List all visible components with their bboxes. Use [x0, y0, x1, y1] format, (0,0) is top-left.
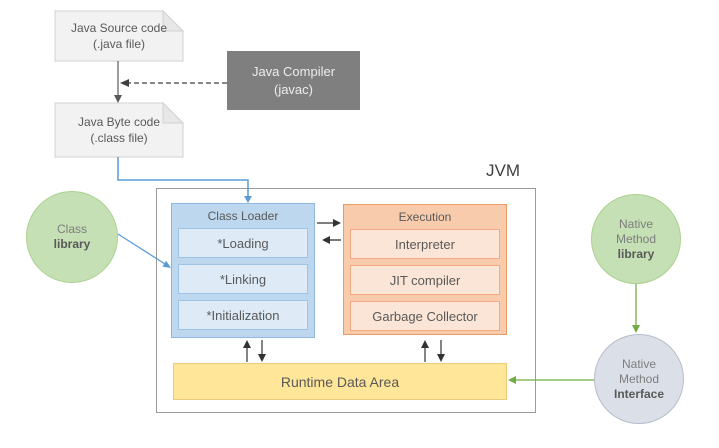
native-method-library-node: Native Method library — [591, 194, 681, 284]
java-compiler-node: Java Compiler (javac) — [227, 51, 360, 110]
execution-item-jit-compiler: JIT compiler — [350, 265, 500, 295]
execution-to-loader-arrow — [322, 236, 341, 244]
class-loader-item-linking: *Linking — [178, 264, 308, 294]
javac-dashed-arrow — [120, 79, 227, 87]
native-interface-arrow — [508, 376, 594, 384]
native-method-library-line1: Native — [618, 216, 653, 231]
java-byte-code-shape — [54, 101, 185, 158]
compile-flow-arrow — [114, 61, 122, 103]
class-library-arrow — [117, 233, 171, 268]
class-loader-header: Class Loader — [207, 209, 279, 223]
runtime-data-area: Runtime Data Area — [173, 363, 507, 400]
execution-header: Execution — [398, 210, 452, 224]
native-method-library-line3: library — [617, 246, 655, 261]
java-byte-code-node: Java Byte code (.class file) — [55, 103, 183, 157]
loader-runtime-down-arrow — [258, 340, 266, 362]
java-compiler-label-line1: Java Compiler — [251, 63, 336, 79]
class-library-label-line2: library — [53, 237, 91, 251]
native-library-arrow — [632, 284, 640, 333]
native-method-interface-line1: Native — [621, 356, 656, 371]
native-method-interface-node: Native Method Interface — [594, 334, 684, 424]
java-source-node: Java Source code (.java file) — [55, 11, 183, 61]
bytecode-to-classloader-arrow — [117, 157, 252, 203]
class-loader-item-loading: *Loading — [178, 228, 308, 258]
execution-item-garbage-collector: Garbage Collector — [350, 301, 500, 331]
class-library-node: Class library — [26, 191, 118, 283]
execution-runtime-down-arrow — [437, 340, 445, 362]
execution-runtime-up-arrow — [421, 340, 429, 362]
native-method-interface-line2: Method — [618, 371, 660, 386]
java-byte-code-label-line1: Java Byte code — [77, 115, 161, 129]
java-source-label-line2: (.java file) — [92, 37, 145, 51]
native-method-library-line2: Method — [615, 231, 657, 246]
jvm-label: JVM — [486, 161, 520, 180]
execution-item-interpreter: Interpreter — [350, 229, 500, 259]
native-method-interface-line3: Interface — [613, 386, 665, 401]
java-source-shape — [54, 9, 185, 62]
class-loader-panel: Class Loader *Loading *Linking *Initiali… — [171, 203, 315, 338]
java-source-label-line1: Java Source code — [70, 21, 168, 35]
runtime-data-area-label: Runtime Data Area — [280, 373, 400, 390]
java-compiler-label-line2: (javac) — [273, 81, 313, 97]
java-byte-code-label-line2: (.class file) — [90, 131, 148, 145]
execution-engine-panel: Execution Interpreter JIT compiler Garba… — [343, 204, 507, 335]
loader-to-execution-arrow — [317, 219, 341, 227]
loader-runtime-up-arrow — [243, 340, 251, 362]
class-loader-item-initialization: *Initialization — [178, 300, 308, 330]
class-library-label-line1: Class — [56, 222, 87, 236]
